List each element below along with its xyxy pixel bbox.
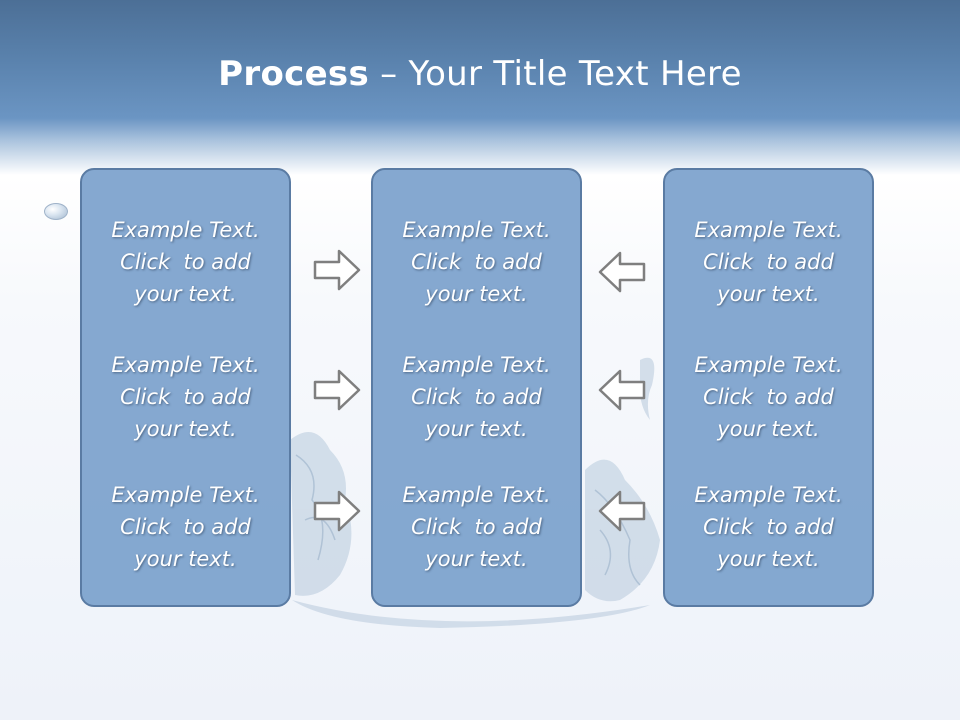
text-placeholder[interactable]: Example Text. Click to add your text. [694,483,843,571]
text-placeholder[interactable]: Example Text. Click to add your text. [694,353,843,441]
process-box-right[interactable]: Example Text. Click to add your text. Ex… [663,168,874,607]
slide-title[interactable]: Process – Your Title Text Here [0,54,960,94]
text-placeholder[interactable]: Example Text. Click to add your text. [111,353,260,441]
slide-title-bold: Process [218,54,370,94]
text-placeholder[interactable]: Example Text. Click to add your text. [402,483,551,571]
arrow-right-icon [313,369,361,411]
arrow-left-icon [598,369,646,411]
process-box-left[interactable]: Example Text. Click to add your text. Ex… [80,168,291,607]
arrow-right-icon [313,490,361,532]
text-placeholder[interactable]: Example Text. Click to add your text. [402,218,551,306]
text-placeholder[interactable]: Example Text. Click to add your text. [111,483,260,571]
process-box-center[interactable]: Example Text. Click to add your text. Ex… [371,168,582,607]
arrow-left-icon [598,490,646,532]
text-placeholder[interactable]: Example Text. Click to add your text. [402,353,551,441]
text-placeholder[interactable]: Example Text. Click to add your text. [111,218,260,306]
water-drop-image [44,203,68,220]
arrow-left-icon [598,251,646,293]
slide-title-rest: – Your Title Text Here [369,54,742,94]
arrow-right-icon [313,249,361,291]
text-placeholder[interactable]: Example Text. Click to add your text. [694,218,843,306]
